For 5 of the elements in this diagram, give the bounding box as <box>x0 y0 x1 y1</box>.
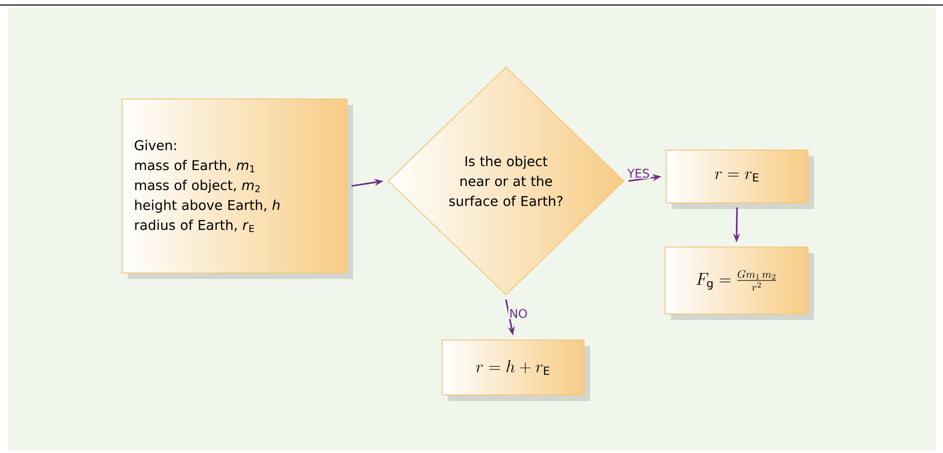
given-box: Given: mass of Earth, m$_{1}$ mass of object, m$_{2}$ height above Earth, h radius of Earth, r$_{E}$ <box>122 98 348 274</box>
formula-box: $r = h + r_{\mathrm{E}}$ <box>442 340 584 396</box>
edge-label: NO <box>508 308 529 319</box>
formula-box: $r = r_{\mathrm{E}}$ <box>666 150 808 204</box>
formula-box: $F_{\mathrm{g}} = \frac{Gm_{1}\,m_{2}}{r^{2}}$ <box>664 246 808 314</box>
